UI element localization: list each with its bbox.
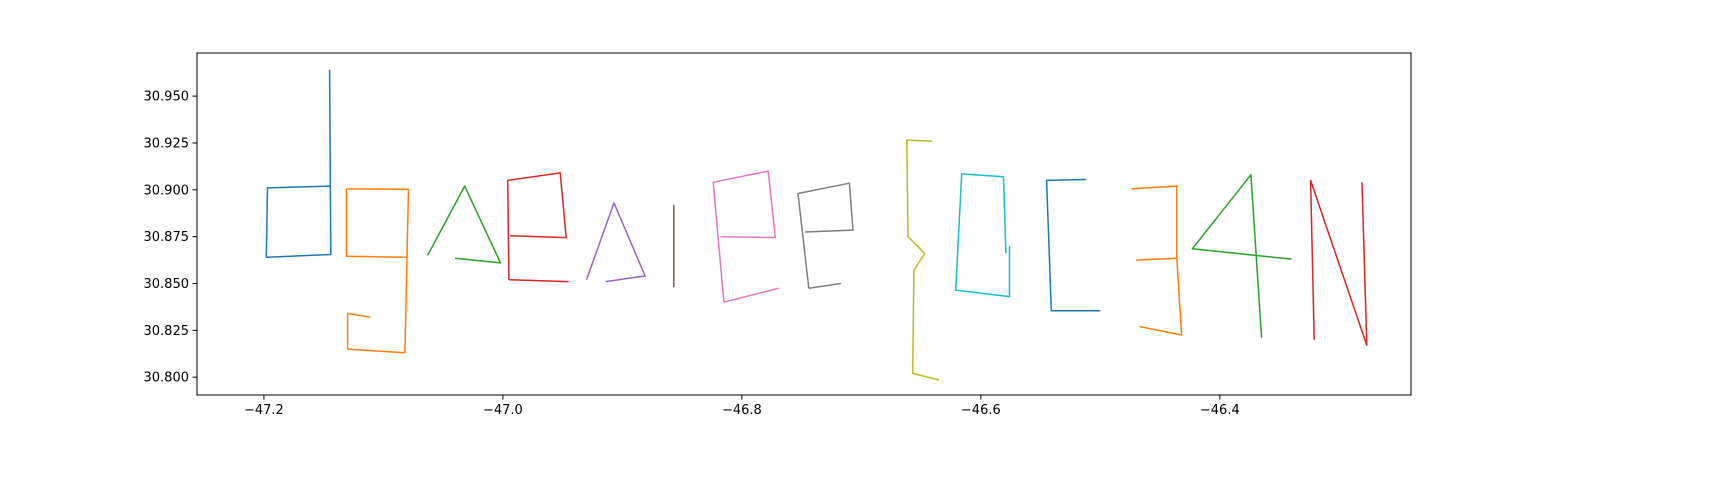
series-line: [1139, 258, 1183, 336]
glyph-series-1: [345, 188, 410, 354]
glyph-series-0: [265, 69, 332, 259]
series-line: [265, 69, 332, 259]
y-tick-label: 30.950: [144, 90, 190, 105]
series-line: [906, 139, 940, 381]
y-tick-label: 30.925: [144, 136, 190, 151]
series-line: [712, 170, 777, 303]
series-line: [426, 185, 502, 264]
glyph-series-12: [1191, 174, 1292, 338]
y-tick-label: 30.825: [144, 324, 190, 339]
series-line: [1131, 185, 1178, 261]
x-tick-label: −47.0: [483, 403, 523, 418]
series-line: [797, 182, 854, 289]
series-line: [1045, 178, 1101, 312]
plot-background: [197, 53, 1411, 395]
glyph-series-13: [1309, 179, 1368, 347]
series-line: [1191, 174, 1292, 338]
y-tick-label: 30.800: [144, 371, 190, 386]
glyph-series-8: [906, 139, 940, 381]
series-line: [723, 287, 780, 303]
glyph-series-10: [1045, 178, 1101, 312]
y-axis: 30.800 30.825 30.850 30.875 30.900 30.925 30.9…: [144, 90, 197, 386]
x-tick-label: −47.2: [244, 403, 284, 418]
plot-frame: [196, 52, 1412, 396]
series-line: [954, 173, 1011, 298]
series-line: [508, 279, 569, 283]
x-tick-label: −46.6: [961, 403, 1001, 418]
series-line: [345, 188, 407, 259]
glyph-series-4: [585, 202, 646, 283]
x-tick-label: −46.8: [722, 403, 762, 418]
glyph-series-6: [712, 170, 780, 303]
glyph-series-2: [426, 185, 502, 264]
series-layer: [265, 69, 1368, 381]
glyph-series-9: [954, 173, 1011, 298]
glyph-series-3: [506, 172, 569, 283]
series-line: [346, 188, 410, 354]
series-line: [1309, 179, 1368, 347]
glyph-series-11: [1131, 185, 1183, 336]
y-tick-label: 30.875: [144, 230, 190, 245]
series-line: [506, 172, 567, 280]
y-tick-label: 30.900: [144, 183, 190, 198]
x-axis: −47.2 −47.0 −46.8 −46.6 −46.4: [244, 395, 1240, 418]
x-tick-label: −46.4: [1200, 403, 1240, 418]
glyph-series-7: [797, 182, 854, 289]
series-line: [808, 282, 842, 289]
series-line: [585, 202, 646, 283]
y-tick-label: 30.850: [144, 277, 190, 292]
